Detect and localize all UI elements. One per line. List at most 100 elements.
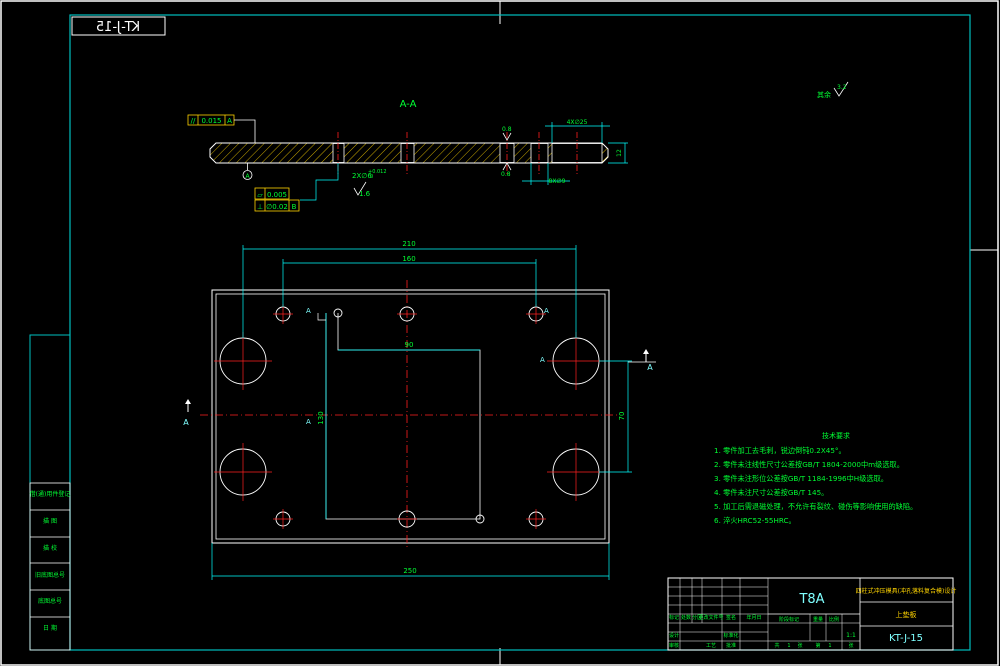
thickness-dimension: 12: [608, 142, 628, 164]
svg-text:250: 250: [403, 567, 416, 575]
title-label: 处数: [681, 614, 691, 621]
mirrored-code-box: [71, 16, 166, 36]
dimension-250: 250: [211, 543, 610, 580]
dimension-210: 210: [242, 240, 577, 338]
side-stamp-table: 借(通)用件登记 描 图 描 校 旧底图总号 底图总号 日 期: [29, 482, 71, 651]
title-label: 阶段标记: [779, 616, 799, 623]
note-line: 1. 零件加工去毛刺，锐边倒钝0.2X45°。: [714, 446, 846, 455]
title-label: 更改文件号: [698, 614, 723, 621]
svg-text:90: 90: [405, 341, 414, 349]
svg-text:技术要求: 技术要求: [822, 431, 850, 440]
title-scale: 1:1: [846, 632, 856, 639]
note-line: 6. 淬火HRC52-55HRC。: [714, 516, 796, 525]
dimension-70: 70: [599, 360, 632, 473]
roughness-bottom: 0.8: [501, 162, 512, 178]
svg-text:210: 210: [402, 240, 415, 248]
technical-notes: 技术要求 1. 零件加工去毛刺，锐边倒钝0.2X45°。 2. 零件未注线性尺寸…: [714, 431, 917, 525]
svg-text:A: A: [544, 307, 549, 315]
title-label: 年月日: [746, 614, 761, 621]
svg-text://: //: [191, 117, 196, 125]
side-stamp-label: 描 校: [43, 544, 57, 552]
note-line: 4. 零件未注尺寸公差按GB/T 145。: [714, 488, 828, 497]
dimension-90: 90: [338, 341, 480, 351]
svg-text:70: 70: [618, 412, 626, 421]
svg-text:A: A: [306, 307, 311, 315]
counterbore-dimension: 4X∅25: [545, 119, 610, 143]
svg-text:A: A: [647, 363, 653, 372]
section-mark-left: A: [183, 399, 191, 427]
roughness-top: 0.8: [502, 126, 512, 141]
perpendicularity-control-frame: ⊥ ∅0.02 B: [254, 199, 300, 212]
svg-text:A: A: [227, 117, 232, 125]
title-label: 重量: [813, 616, 823, 623]
dimension-160: 160: [282, 255, 537, 307]
svg-text:∅0.02: ∅0.02: [266, 203, 288, 211]
title-label: 标准化: [723, 632, 738, 639]
title-label: 分区: [692, 614, 702, 621]
svg-text:8X∅9: 8X∅9: [549, 178, 566, 185]
svg-text:A: A: [540, 356, 545, 364]
side-stamp-label: 旧底图总号: [35, 571, 65, 579]
title-sheet-number: 1: [828, 643, 831, 649]
svg-text:0.015: 0.015: [201, 117, 221, 125]
svg-text:0.005: 0.005: [267, 191, 287, 199]
title-label: 工艺: [706, 643, 716, 649]
dimension-130: 130: [317, 313, 327, 519]
roughness-other: 其余 3.2: [817, 81, 849, 99]
title-label: 设计: [669, 632, 679, 639]
title-label: 比例: [829, 616, 839, 623]
svg-text:+0.012: +0.012: [368, 169, 387, 175]
side-stamp-label: 底图总号: [38, 597, 62, 605]
mirrored-code: KT-J-15: [96, 20, 140, 35]
plan-view: [200, 280, 618, 550]
section-body: [209, 132, 609, 175]
title-label: 张: [848, 642, 853, 649]
svg-text:0: 0: [370, 174, 373, 180]
title-label: 签名: [726, 614, 736, 621]
parallelism-control-frame: // 0.015 A: [187, 114, 256, 143]
side-stamp-label: 日 期: [43, 624, 57, 632]
svg-text:3.2: 3.2: [837, 84, 847, 91]
svg-text:4X∅25: 4X∅25: [567, 119, 588, 126]
svg-text:其余: 其余: [817, 90, 831, 99]
svg-text:A: A: [183, 418, 189, 427]
drawing-frame: [69, 14, 971, 651]
svg-text:⏥: ⏥: [257, 191, 263, 199]
svg-text:130: 130: [317, 411, 325, 424]
section-mark-right: A: [628, 349, 656, 372]
title-label: 共: [774, 642, 779, 649]
title-block: 更改文件号 签名 年月日 标记 处数 分区 设计 审核 标准化 批准 工艺 阶段…: [667, 577, 957, 651]
section-title: A-A: [400, 99, 417, 110]
thru-hole-dimension: 8X∅9: [522, 163, 570, 185]
title-label: 批准: [726, 642, 736, 649]
section-path-marks: A A A A: [306, 307, 549, 426]
flatness-control-frame: ⏥ 0.005: [254, 187, 290, 200]
svg-text:0.8: 0.8: [501, 171, 511, 178]
material-name: T8A: [798, 592, 824, 607]
title-label: 第: [815, 642, 820, 649]
svg-text:12: 12: [616, 149, 623, 157]
side-stamp-label: 借(通)用件登记: [30, 490, 71, 498]
side-stamp-label: 描 图: [43, 517, 57, 525]
note-line: 5. 加工后需退磁处理，不允许有裂纹、碰伤等影响使用的缺陷。: [714, 502, 917, 511]
svg-text:A: A: [306, 418, 311, 426]
title-sheet-total: 1: [787, 643, 790, 649]
svg-text:2X∅6: 2X∅6: [352, 172, 372, 180]
drawing-number: KT-J-15: [889, 633, 923, 644]
title-label: 审核: [669, 642, 679, 649]
hole-callout: 2X∅6 +0.012 0 1.6: [300, 163, 387, 201]
title-label: 标记: [669, 614, 679, 621]
svg-text:A: A: [245, 173, 250, 180]
svg-text:1.6: 1.6: [359, 190, 371, 198]
svg-text:⊥: ⊥: [257, 203, 263, 211]
datum-a-symbol: A: [242, 162, 253, 180]
svg-text:0.8: 0.8: [502, 126, 512, 133]
svg-text:160: 160: [402, 255, 415, 263]
project-title: 四柱式冲压模具(冲孔落料复合模)设计: [856, 587, 957, 595]
part-name: 上垫板: [896, 610, 917, 619]
note-line: 2. 零件未注线性尺寸公差按GB/T 1804-2000中m级选取。: [714, 460, 904, 469]
svg-text:B: B: [292, 203, 297, 211]
note-line: 3. 零件未注形位公差按GB/T 1184-1996中H级选取。: [714, 474, 888, 483]
